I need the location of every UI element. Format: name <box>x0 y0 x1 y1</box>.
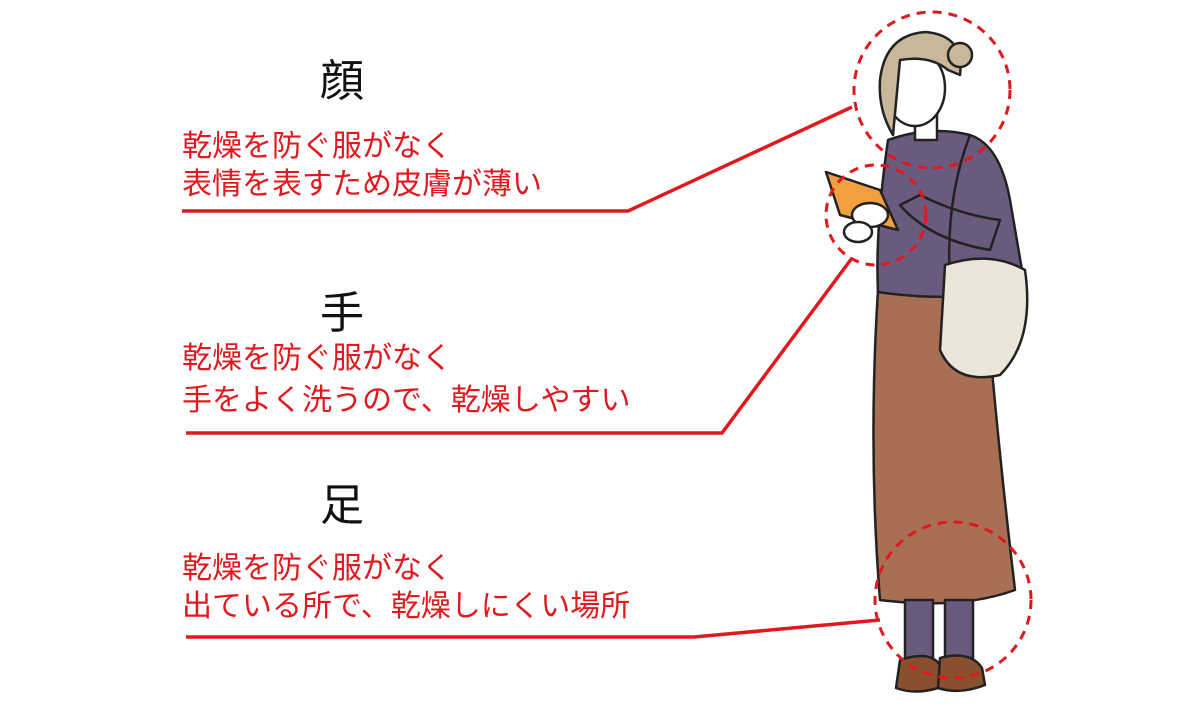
foot-leader-line <box>186 618 881 639</box>
bag <box>938 257 1029 379</box>
bag-strap <box>947 134 972 281</box>
hand-description: 乾燥を防ぐ服がなく 手をよく洗うので、乾燥しやすい <box>182 340 631 420</box>
face-line-2: 表情を表すため皮膚が薄い <box>182 167 542 202</box>
foot-heading: 足 <box>320 480 364 531</box>
left-shoe <box>894 654 942 693</box>
face-description: 乾燥を防ぐ服がなく 表情を表すため皮膚が薄い <box>182 128 542 204</box>
hand-highlight-circle <box>824 163 928 267</box>
face-heading: 顔 <box>320 56 364 107</box>
hand-heading: 手 <box>320 288 364 339</box>
hair-bun <box>946 41 974 69</box>
foot-description: 乾燥を防ぐ服がなく 出ている所で、乾燥しにくい場所 <box>182 550 630 626</box>
hand-line-2: 手をよく洗うので、乾燥しやすい <box>182 383 631 418</box>
left-leg <box>903 598 935 662</box>
hand <box>842 220 874 244</box>
right-shoe <box>936 654 987 693</box>
foot-line-2: 出ている所で、乾燥しにくい場所 <box>182 589 631 624</box>
foot-line-1: 乾燥を防ぐ服がなく <box>182 551 452 586</box>
foot-highlight-circle <box>873 520 1033 680</box>
face-highlight-circle <box>852 10 1012 170</box>
face-line-1: 乾燥を防ぐ服がなく <box>182 129 452 164</box>
face-leader-line <box>182 105 853 213</box>
hand-line-1: 乾燥を防ぐ服がなく <box>182 341 452 376</box>
right-leg <box>943 598 975 660</box>
woman-figure <box>824 30 1029 693</box>
hand-leader-line <box>186 256 854 435</box>
hair <box>878 30 962 137</box>
